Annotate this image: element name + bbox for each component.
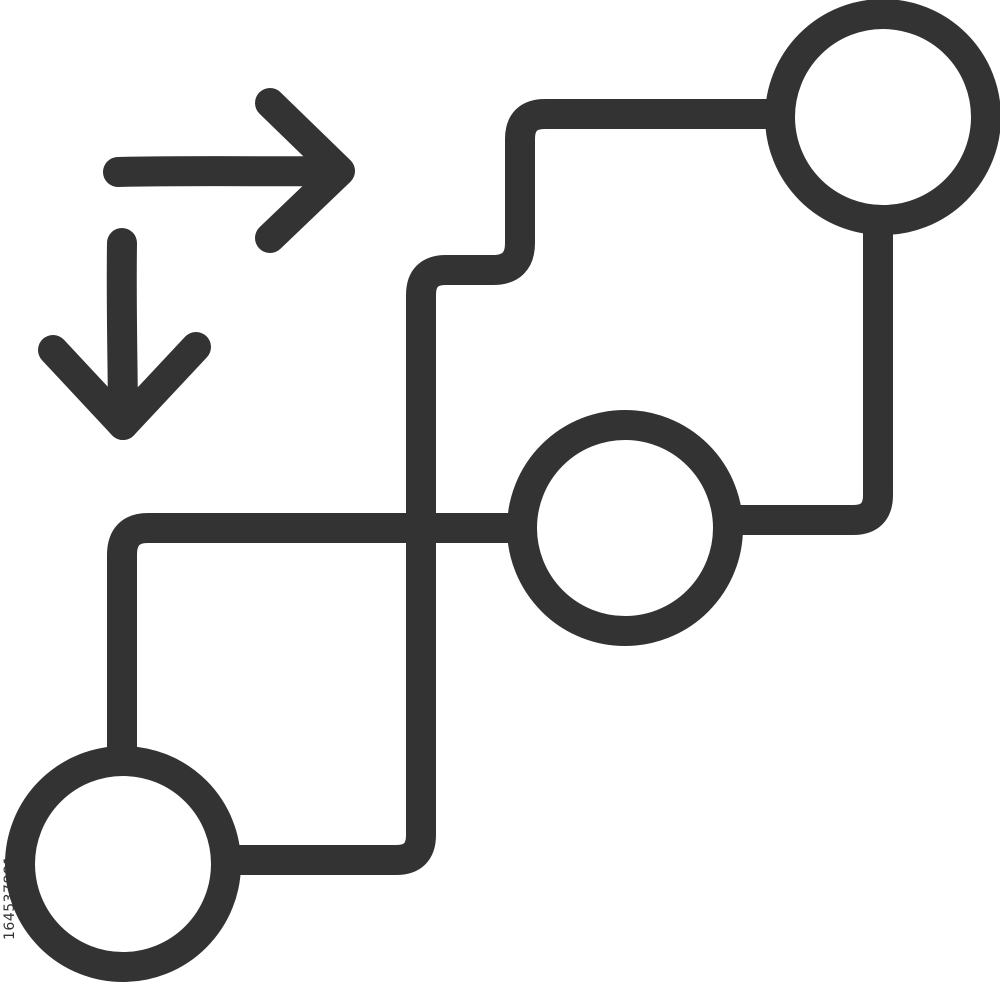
node-circle-middle (507, 410, 743, 646)
arrow-down-shaft (106, 228, 138, 440)
path-middle-to-bottom (107, 513, 530, 770)
arrow-down-icon (38, 228, 211, 440)
arrow-right-icon (103, 88, 355, 253)
node-circle-top (765, 0, 1000, 235)
connector-paths (107, 99, 893, 875)
path-top-to-middle (715, 210, 893, 535)
flow-nodes (5, 0, 1000, 982)
arrow-right-head (255, 88, 355, 253)
path-top-stepped (215, 99, 790, 875)
arrow-right-shaft (103, 156, 353, 187)
arrow-down-head (38, 332, 211, 440)
watermark-stock-id: 164537881 (2, 855, 18, 940)
node-circle-bottom (5, 746, 241, 982)
